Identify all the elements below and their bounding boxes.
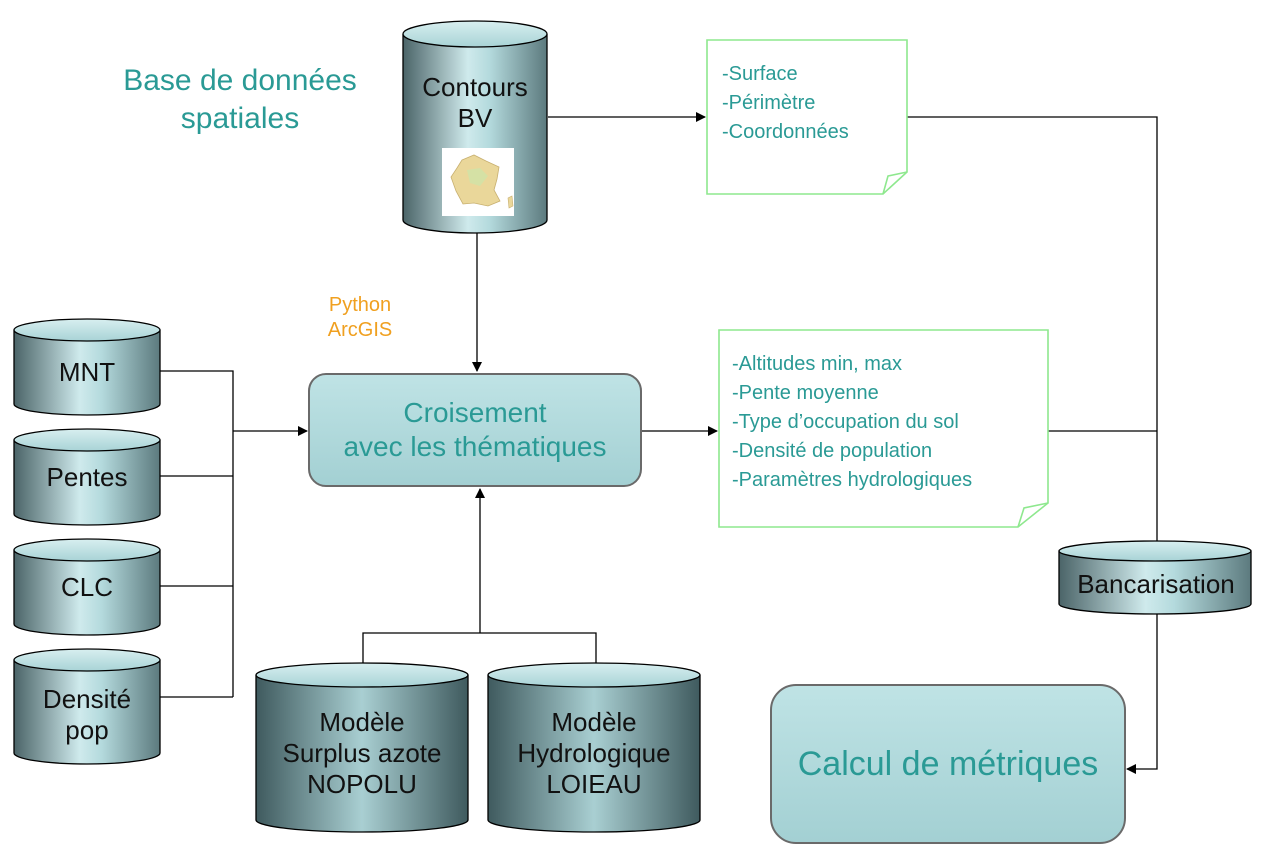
mnt-line: MNT <box>58 356 116 387</box>
connector-models-to-croisement <box>362 489 597 667</box>
tool-line-python: Python <box>328 294 392 316</box>
tool-label: Python ArcGIS <box>300 293 420 343</box>
note-geometry-shape <box>706 39 908 195</box>
densite-pop-label: Densité pop <box>14 680 160 750</box>
thematic-item-occupation: -Type d’occupation du sol <box>732 411 959 433</box>
nopolu-line-1: Modèle <box>319 706 405 737</box>
densite-line-2: pop <box>65 715 109 745</box>
pentes-line: Pentes <box>46 461 128 492</box>
title-line-1: Base de données <box>123 64 357 97</box>
geometry-item-surface: -Surface <box>722 63 798 85</box>
note-thematic-text: -Altitudes min, max -Pente moyenne -Type… <box>732 350 1044 495</box>
database-mnt <box>13 318 161 416</box>
title-line-2: spatiales <box>180 102 300 135</box>
database-clc <box>13 538 161 636</box>
nopolu-line-2: Surplus azote <box>282 737 442 768</box>
connector-geometry-note-to-bancarisation <box>907 116 1158 545</box>
mnt-label: MNT <box>14 350 160 394</box>
loieau-line-2: Hydrologique <box>517 737 671 768</box>
nopolu-label: Modèle Surplus azote NOPOLU <box>256 697 468 809</box>
pentes-label: Pentes <box>14 455 160 499</box>
database-bancarisation <box>1058 540 1252 615</box>
calcul-line: Calcul de métriques <box>797 745 1099 783</box>
tool-line-arcgis: ArcGIS <box>327 319 393 341</box>
note-geometry-text: -Surface -Périmètre -Coordonnées <box>722 60 902 147</box>
database-pentes <box>13 428 161 526</box>
croisement-line-1: Croisement <box>403 397 547 428</box>
croisement-process-box: Croisement avec les thématiques <box>308 373 642 487</box>
croisement-text: Croisement avec les thématiques <box>343 396 606 464</box>
france-map-image <box>442 148 514 216</box>
geometry-item-perimetre: -Périmètre <box>722 92 816 114</box>
thematic-item-altitudes: -Altitudes min, max <box>732 353 903 375</box>
bancarisation-label: Bancarisation <box>1057 564 1255 604</box>
loieau-line-3: LOIEAU <box>546 768 642 799</box>
densite-line-1: Densité <box>42 684 132 714</box>
connector-bancarisation-to-calcul <box>1126 608 1158 774</box>
connectors <box>160 112 1158 774</box>
clc-line: CLC <box>60 571 113 602</box>
database-nopolu <box>255 662 469 833</box>
thematic-item-pente: -Pente moyenne <box>732 382 879 404</box>
contours-bv-label: Contours BV <box>403 68 547 138</box>
contours-line-1: Contours <box>422 72 528 102</box>
note-thematic-shape <box>718 329 1049 528</box>
loieau-label: Modèle Hydrologique LOIEAU <box>488 697 700 809</box>
thematic-item-hydro: -Paramètres hydrologiques <box>732 469 973 491</box>
geometry-item-coordonnees: -Coordonnées <box>722 121 849 143</box>
nopolu-line-3: NOPOLU <box>307 768 417 799</box>
loieau-line-1: Modèle <box>551 706 637 737</box>
bancarisation-line: Bancarisation <box>1077 568 1235 599</box>
database-densite-pop <box>13 648 161 765</box>
contours-line-2: BV <box>457 103 493 133</box>
croisement-line-2: avec les thématiques <box>343 431 607 462</box>
connector-mnt-bus <box>160 370 234 697</box>
thematic-item-densite: -Densité de population <box>732 440 933 462</box>
database-loieau <box>487 662 701 833</box>
clc-label: CLC <box>14 565 160 609</box>
diagram-title: Base de données spatiales <box>95 62 385 138</box>
calcul-text: Calcul de métriques <box>798 744 1098 784</box>
calcul-process-box: Calcul de métriques <box>770 684 1126 844</box>
